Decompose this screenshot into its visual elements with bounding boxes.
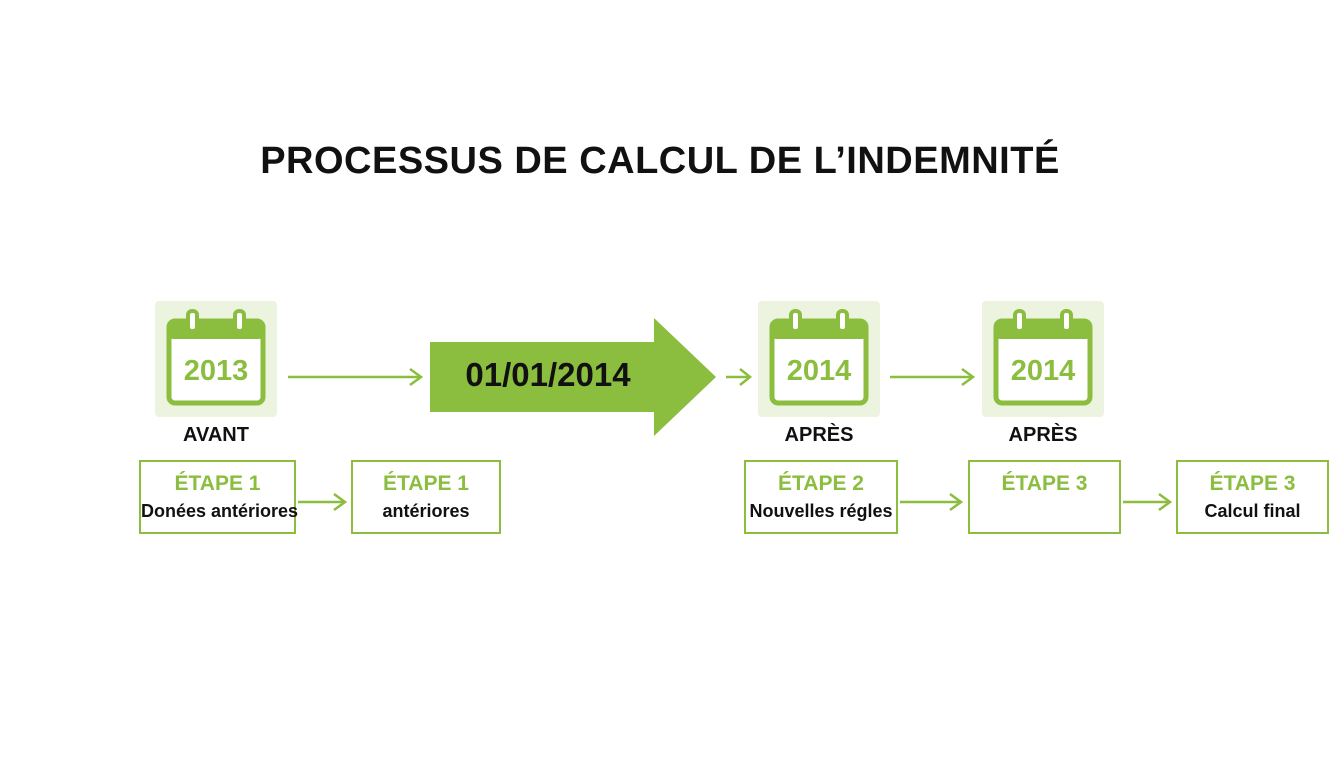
calendar-2013-icon: 2013 — [155, 301, 277, 417]
transition-arrow — [430, 318, 716, 436]
arrow-right-icon — [900, 492, 964, 512]
step-title: ÉTAPE 3 — [1209, 472, 1296, 495]
step-box: ÉTAPE 2 Nouvelles régles — [744, 460, 898, 534]
arrow-right-icon — [298, 492, 348, 512]
step-text: Calcul final — [1204, 501, 1301, 521]
label-avant: AVANT — [183, 424, 249, 446]
calendar-icon — [769, 309, 869, 406]
step-title: ÉTAPE 3 — [1001, 472, 1088, 495]
transition-date: 01/01/2014 — [465, 356, 631, 393]
step-text: Nouvelles régles — [749, 501, 893, 521]
step-box: ÉTAPE 3 — [968, 460, 1121, 534]
step-title: ÉTAPE 1 — [383, 472, 469, 495]
calendar-icon — [993, 309, 1093, 406]
calendar-year: 2014 — [786, 355, 852, 387]
calendar-2014-icon: 2014 — [758, 301, 880, 417]
step-box: ÉTAPE 1 Donées antériores — [139, 460, 299, 534]
step-title: ÉTAPE 2 — [778, 472, 864, 495]
label-apres: APRÈS — [784, 424, 854, 446]
calendar-2014-icon: 2014 — [982, 301, 1104, 417]
step-box: ÉTAPE 1 antériores — [351, 460, 501, 534]
arrow-right-icon — [726, 368, 753, 386]
step-box: ÉTAPE 3 Calcul final — [1176, 460, 1329, 534]
step-text: antériores — [382, 501, 470, 521]
label-apres: APRÈS — [1008, 424, 1078, 446]
calendar-year: 2013 — [183, 355, 249, 387]
arrow-right-icon — [288, 367, 424, 387]
arrow-right-icon — [1123, 492, 1173, 512]
page-title: PROCESSUS DE CALCUL DE L’INDEMNITÉ — [260, 140, 1060, 182]
step-text: Donées antériores — [141, 501, 299, 521]
step-title: ÉTAPE 1 — [174, 472, 261, 495]
arrow-right-icon — [890, 367, 976, 387]
calendar-icon — [166, 309, 266, 406]
calendar-year: 2014 — [1010, 355, 1076, 387]
